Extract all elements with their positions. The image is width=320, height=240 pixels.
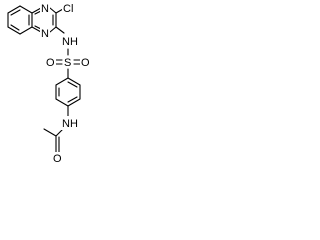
bond [19,5,33,14]
bond [19,26,33,35]
bond [31,7,42,14]
bond [7,5,21,14]
bond [67,77,81,86]
atom-label-o-left: O [46,57,55,69]
bond-double-inner [10,9,21,16]
atom-labels: N Cl N NH O S O NH O [40,2,91,165]
atom-label-nh-sulfonamide: NH [62,36,78,48]
bond [55,26,65,34]
bond [55,77,69,86]
atom-label-o-carbonyl: O [53,153,62,165]
bond-double-inner [10,24,20,31]
bond [43,128,57,137]
atom-label-n-ring-bottom: N [41,28,49,40]
bond [7,26,21,35]
bond [49,7,57,14]
atom-label-o-right: O [81,57,90,69]
atom-label-n-ring-top: N [41,3,49,15]
bond [49,26,57,33]
bond [67,98,81,107]
bond-double-inner [67,96,78,103]
bond [55,98,69,107]
atom-label-s: S [64,57,71,69]
chemical-structure: N Cl N NH O S O NH O [7,2,91,165]
bond [55,8,64,14]
atom-label-nh-amide: NH [62,118,78,130]
bond [31,26,42,33]
bond-double-inner [67,81,78,88]
atom-label-cl: Cl [63,3,73,15]
bonds [7,5,81,153]
